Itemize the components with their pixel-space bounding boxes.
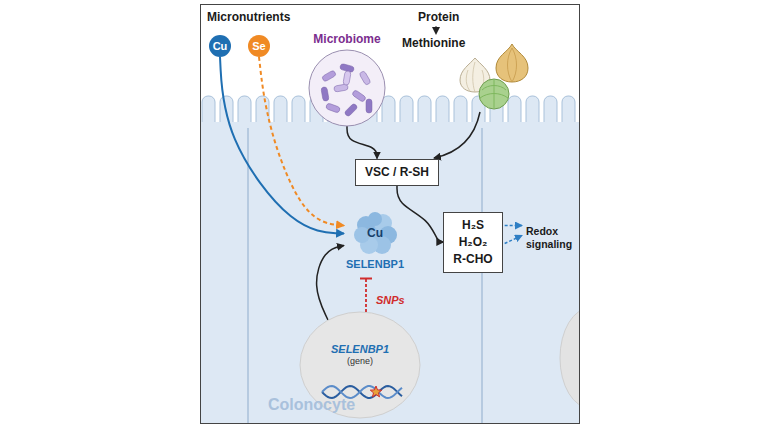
selenium-circle: Se bbox=[248, 35, 270, 57]
copper-circle: Cu bbox=[209, 35, 231, 57]
gene-note: (gene) bbox=[298, 356, 422, 367]
microbiome-title: Microbiome bbox=[304, 32, 390, 46]
inhibition-bar bbox=[360, 278, 372, 280]
cell-cytoplasm bbox=[201, 122, 579, 423]
protein-structure: Cu bbox=[352, 210, 398, 256]
microbiome-illustration bbox=[307, 48, 387, 128]
figure-frame bbox=[201, 5, 580, 424]
redox-arrow bbox=[505, 236, 522, 244]
element-symbol: Cu bbox=[213, 40, 228, 52]
box-text: VSC / R-SH bbox=[365, 164, 429, 181]
metal-cofactor: Cu bbox=[352, 210, 398, 256]
inhibition-line bbox=[365, 279, 367, 313]
box-text: H₂S bbox=[453, 217, 492, 234]
connector-arrow bbox=[397, 186, 443, 243]
connector-arrow bbox=[317, 246, 344, 321]
group-heading: Micronutrients bbox=[207, 10, 290, 24]
box-text: R-CHO bbox=[453, 251, 492, 268]
product-box: H₂SH₂O₂R-CHO bbox=[443, 212, 502, 273]
redox-arrow bbox=[505, 225, 522, 227]
cell-boundary bbox=[247, 128, 249, 423]
protein-name: SELENBP1 bbox=[346, 257, 404, 271]
metabolite-label: Methionine bbox=[402, 36, 465, 50]
process-box: VSC / R-SH bbox=[355, 159, 439, 186]
vegetables-illustration bbox=[460, 44, 528, 109]
element-symbol: Se bbox=[252, 40, 265, 52]
box-text: H₂O₂ bbox=[453, 234, 492, 251]
connector-arrow bbox=[347, 126, 377, 159]
outcome-label: Redox signaling bbox=[526, 225, 578, 251]
protein-to-methionine-arrow bbox=[435, 26, 436, 34]
diet-to-vsc-arrow bbox=[434, 112, 480, 158]
gene-name: SELENBP1 bbox=[298, 343, 422, 356]
cell-boundary bbox=[481, 128, 483, 423]
microbiome-circle: Microbiome bbox=[304, 32, 390, 128]
source-label: Protein bbox=[418, 10, 459, 24]
cell-label: Colonocyte bbox=[268, 396, 355, 414]
neighbour-nucleus bbox=[560, 308, 579, 408]
variant-label: SNPs bbox=[376, 294, 405, 306]
enzyme-blob: CuSELENBP1 bbox=[344, 210, 406, 271]
